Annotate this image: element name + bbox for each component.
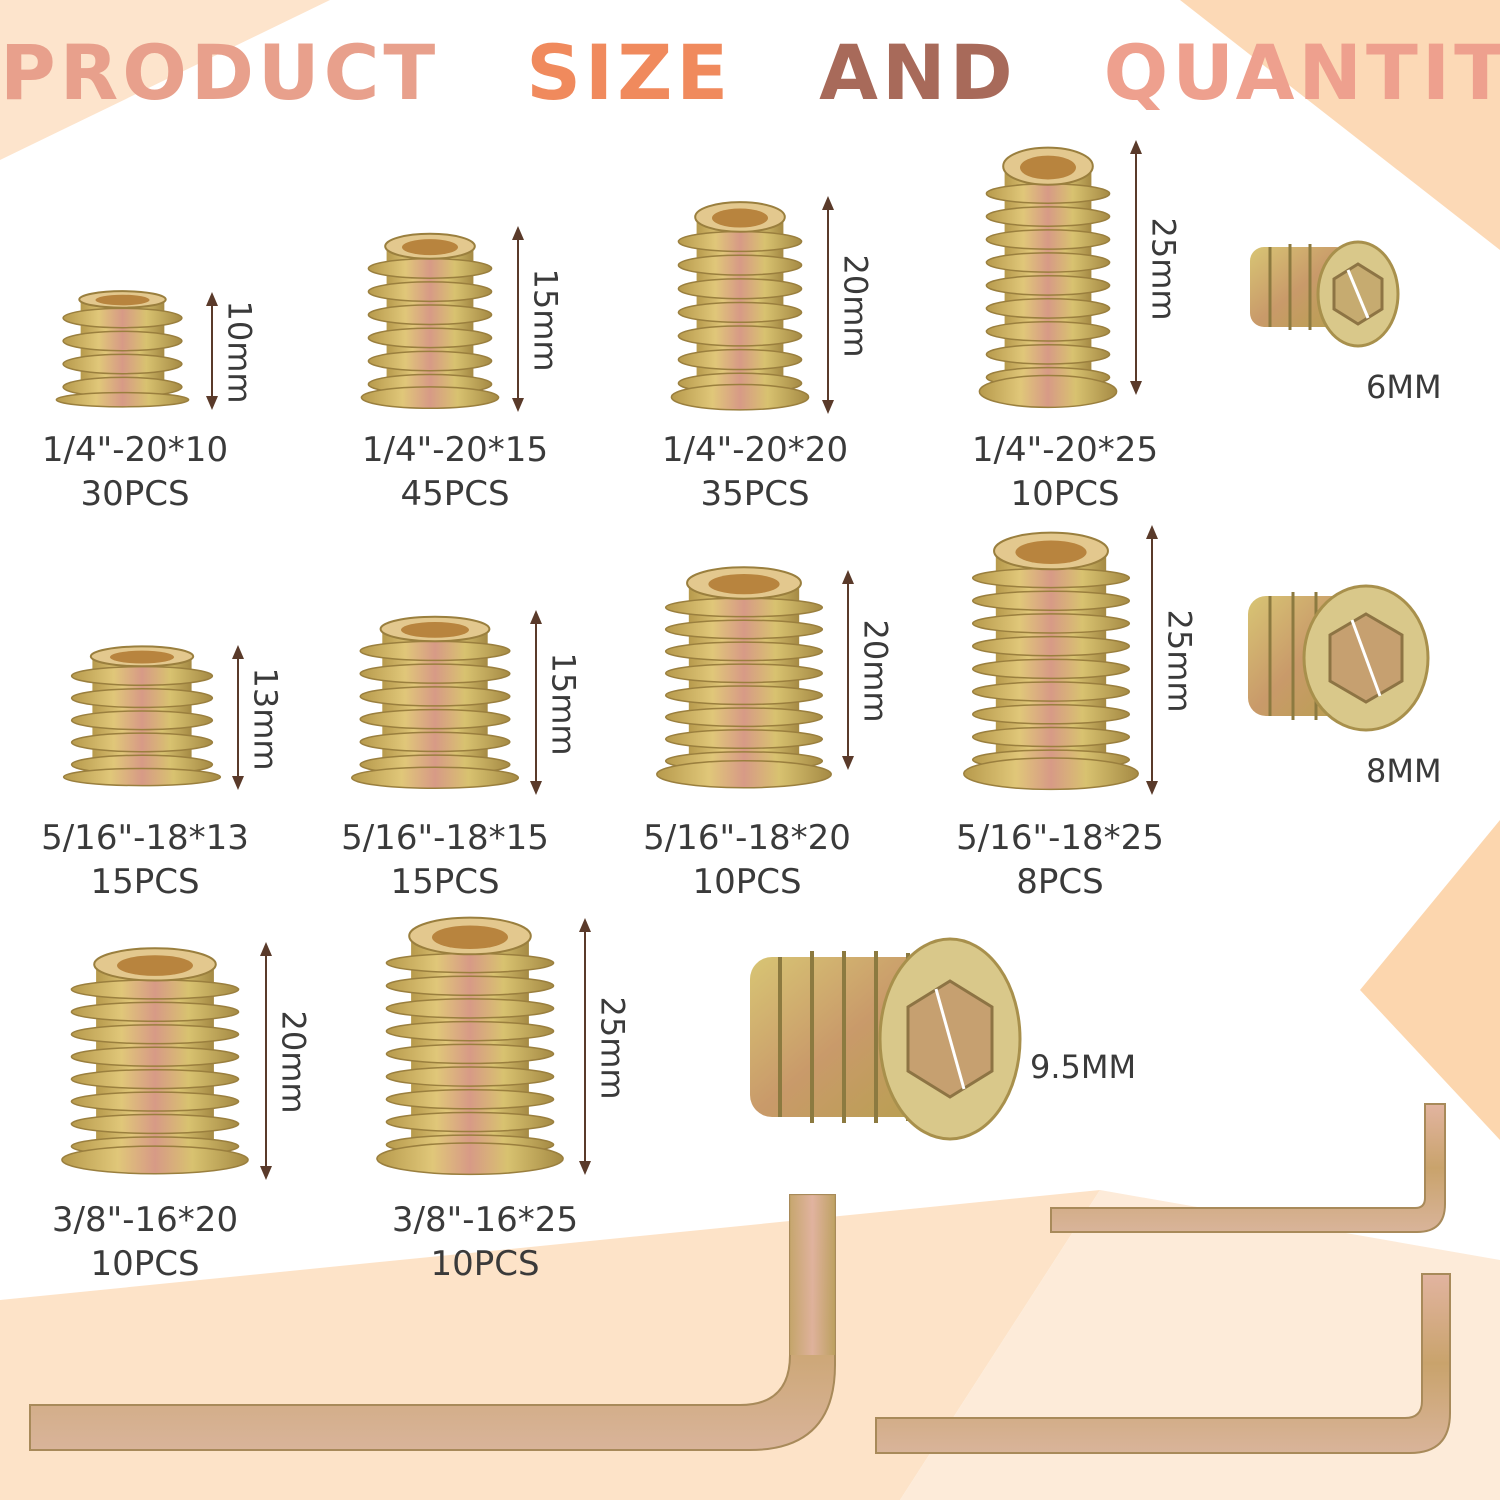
- length-label: 20mm: [856, 619, 895, 723]
- length-label: 15mm: [526, 268, 565, 372]
- hex-size-label: 8MM: [1366, 752, 1442, 790]
- length-label: 25mm: [1144, 216, 1183, 321]
- insert-quantity: 30PCS: [80, 474, 190, 514]
- threaded-insert: [963, 531, 1139, 791]
- insert-spec: 5/16"-18*25: [956, 818, 1164, 858]
- threaded-insert: [350, 615, 520, 789]
- insert-quantity: 8PCS: [1016, 862, 1104, 902]
- insert-quantity: 35PCS: [700, 474, 810, 514]
- length-label: 13mm: [246, 666, 285, 771]
- dimension-arrow: [842, 570, 854, 770]
- hex-insert-6mm: [1250, 240, 1400, 348]
- dimension-arrow: [822, 196, 834, 414]
- hex-insert-9-5mm: [750, 937, 1022, 1141]
- threaded-insert: [978, 146, 1118, 409]
- title-word: AND: [819, 28, 1017, 117]
- threaded-insert: [61, 947, 249, 1175]
- dimension-arrow: [232, 645, 244, 790]
- hex-key-small: [1050, 1103, 1446, 1233]
- title-word: QUANTITY: [1103, 28, 1500, 117]
- insert-spec: 3/8"-16*25: [391, 1200, 579, 1240]
- title-word: SIZE: [526, 28, 733, 117]
- length-label: 25mm: [593, 995, 632, 1100]
- length-label: 25mm: [1160, 609, 1199, 713]
- threaded-insert: [376, 916, 564, 1176]
- hex-key-medium: [875, 1273, 1451, 1454]
- dimension-arrow: [1130, 140, 1142, 395]
- insert-spec: 1/4"-20*25: [971, 430, 1159, 470]
- insert-quantity: 10PCS: [692, 862, 802, 902]
- dimension-arrow: [260, 942, 272, 1180]
- threaded-insert: [670, 201, 810, 411]
- length-label: 20mm: [836, 254, 875, 358]
- length-label: 20mm: [274, 1010, 313, 1114]
- insert-spec: 5/16"-18*13: [41, 818, 249, 858]
- hex-insert-8mm: [1248, 584, 1430, 732]
- insert-quantity: 15PCS: [90, 862, 200, 902]
- threaded-insert: [360, 232, 500, 409]
- insert-spec: 3/8"-16*20: [51, 1200, 239, 1240]
- dimension-arrow: [206, 292, 218, 410]
- insert-spec: 1/4"-20*10: [41, 430, 229, 470]
- insert-quantity: 10PCS: [1010, 474, 1120, 514]
- title-word: PRODUCT: [0, 28, 440, 117]
- insert-quantity: 10PCS: [430, 1244, 540, 1284]
- threaded-insert: [62, 645, 222, 787]
- length-label: 15mm: [544, 651, 583, 756]
- insert-spec: 1/4"-20*20: [661, 430, 849, 470]
- insert-spec: 5/16"-18*20: [643, 818, 851, 858]
- dimension-arrow: [1146, 525, 1158, 795]
- page-title: PRODUCT SIZE AND QUANTITY: [0, 18, 1500, 128]
- threaded-insert: [55, 290, 190, 408]
- insert-spec: 5/16"-18*15: [341, 818, 549, 858]
- insert-quantity: 45PCS: [400, 474, 510, 514]
- threaded-insert: [656, 566, 832, 789]
- insert-quantity: 15PCS: [390, 862, 500, 902]
- insert-spec: 1/4"-20*15: [361, 430, 549, 470]
- length-label: 10mm: [220, 300, 259, 404]
- dimension-arrow: [579, 918, 591, 1175]
- dimension-arrow: [512, 226, 524, 412]
- hex-size-label: 9.5MM: [1030, 1048, 1137, 1086]
- hex-key-large: [29, 1194, 836, 1451]
- insert-quantity: 10PCS: [90, 1244, 200, 1284]
- hex-size-label: 6MM: [1366, 368, 1442, 406]
- dimension-arrow: [530, 610, 542, 795]
